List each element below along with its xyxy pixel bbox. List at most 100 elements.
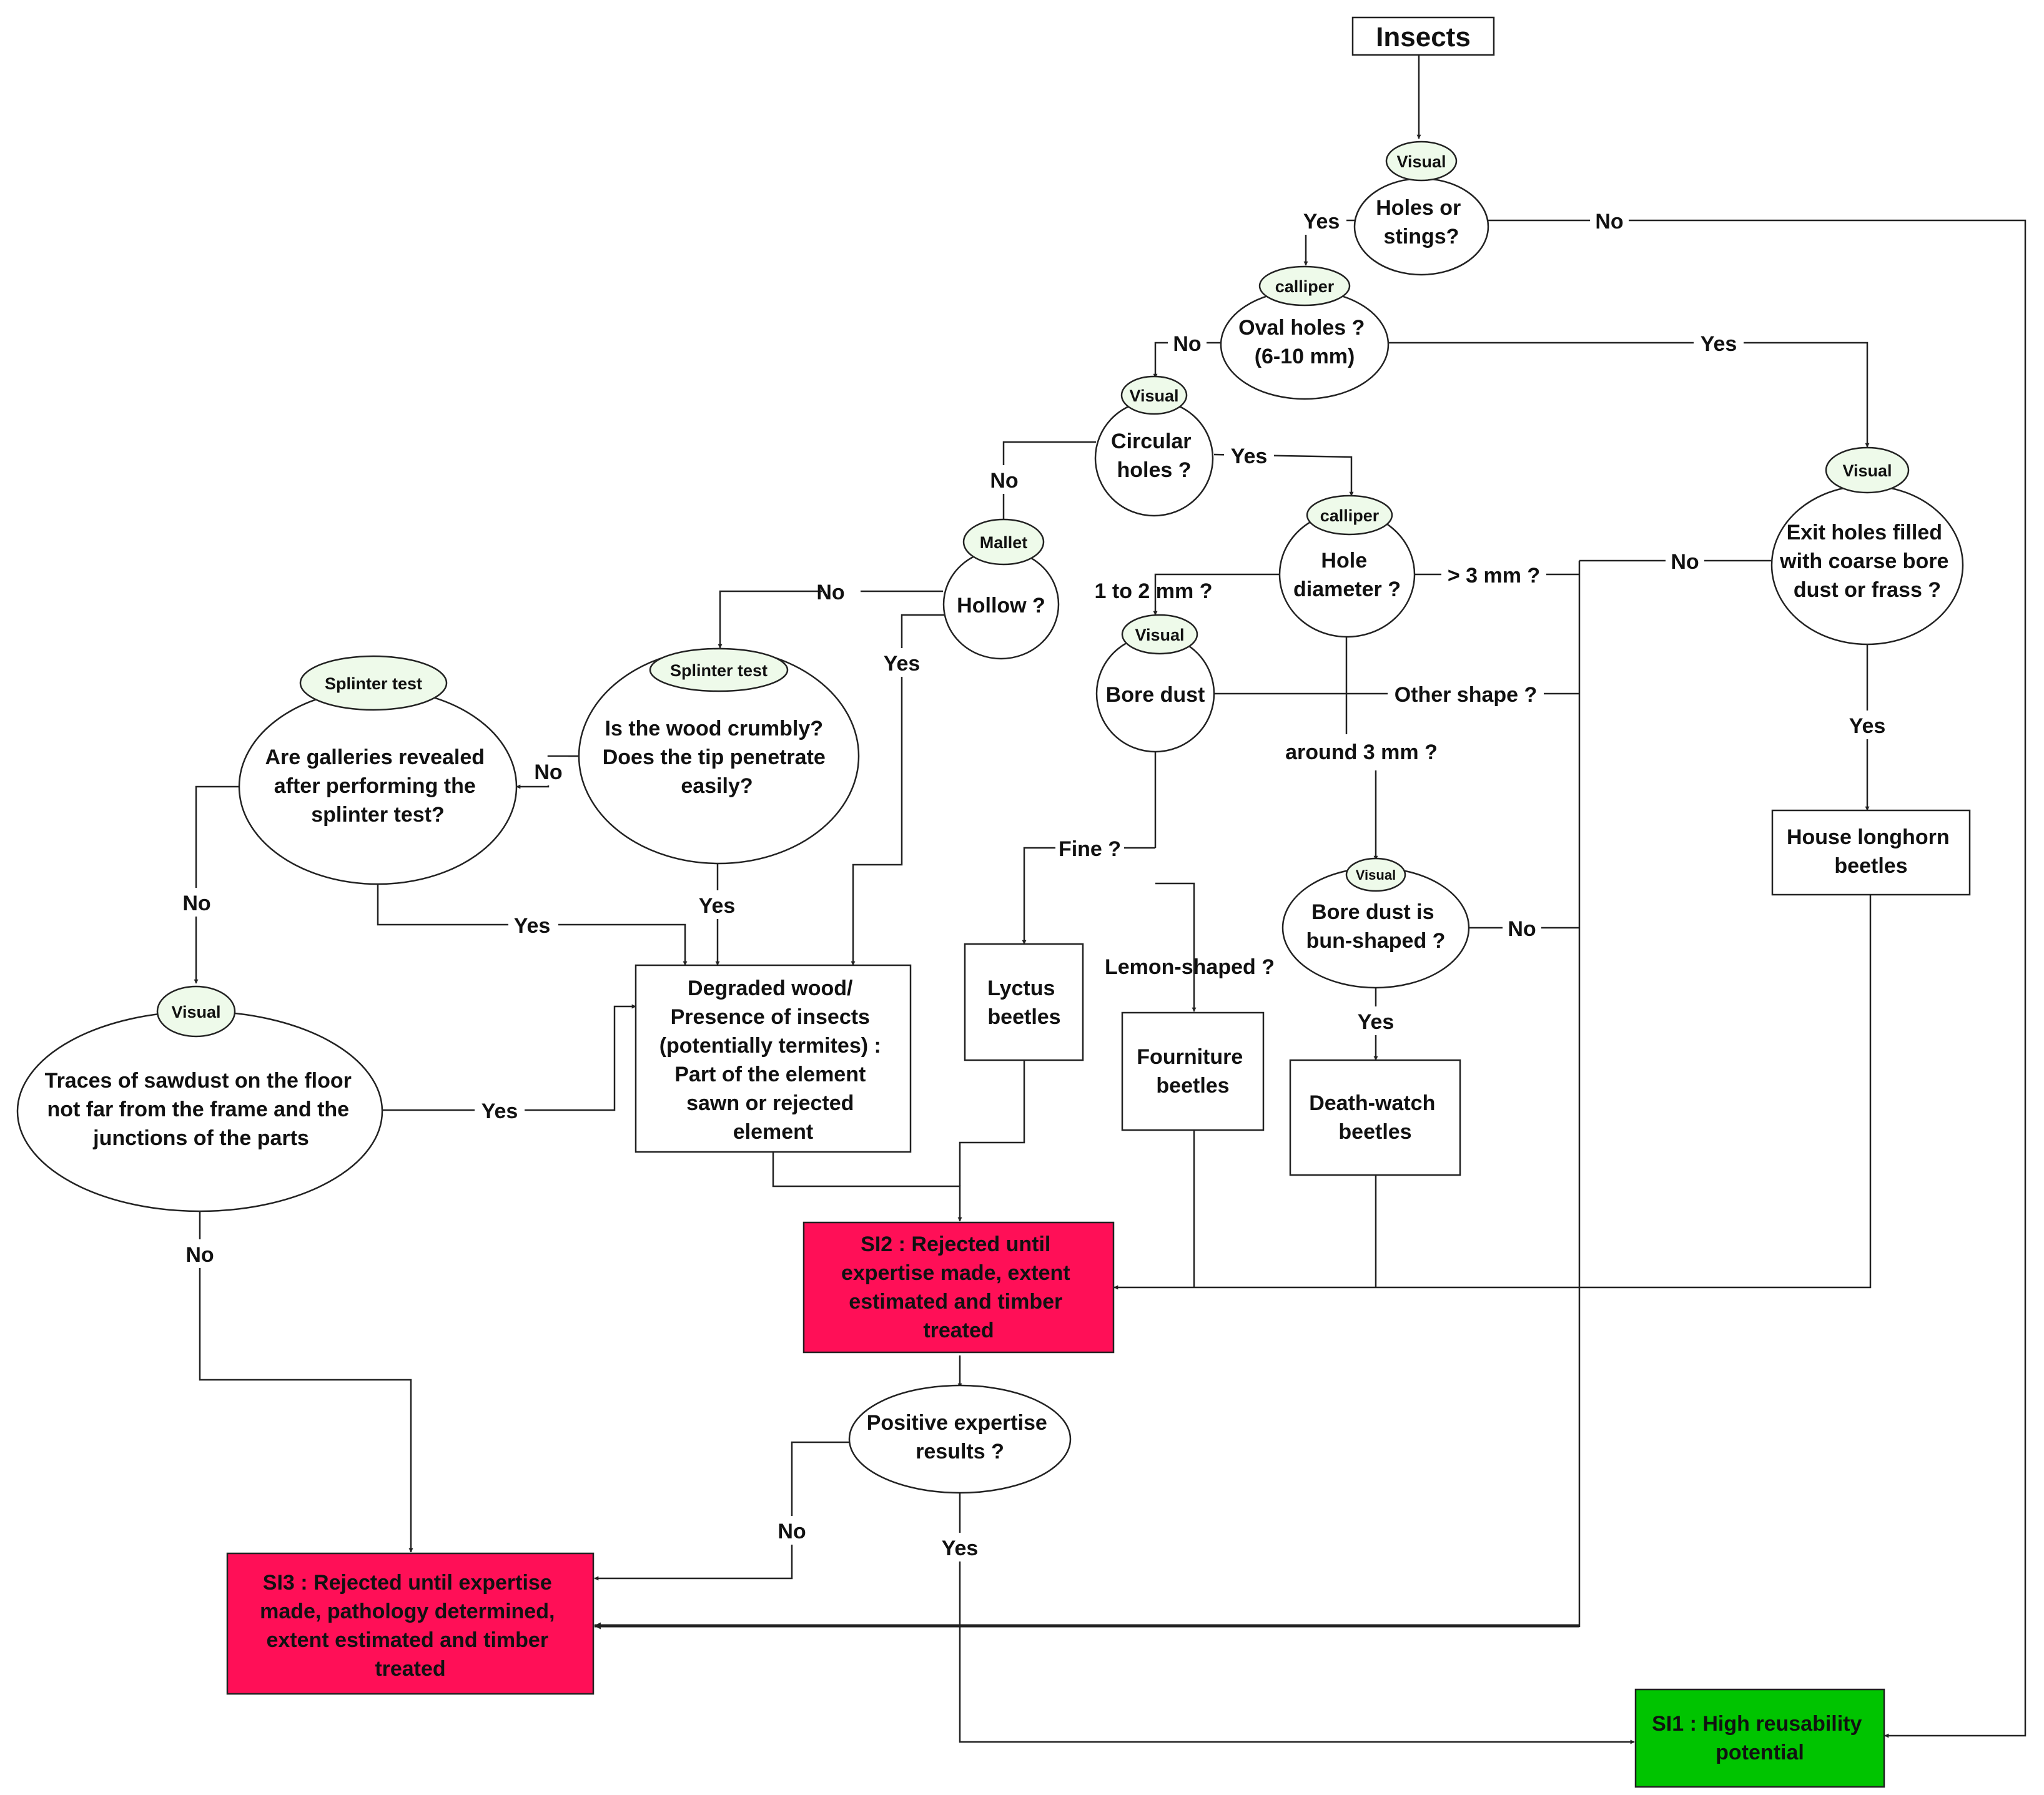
- label-positive-yes: Yes: [942, 1537, 979, 1560]
- edge-sawdust-no: [199, 1210, 413, 1553]
- edge-degraded-si2: [772, 1152, 962, 1222]
- decision-galleries-text: Are galleries revealed after performing …: [265, 745, 490, 827]
- badge-visual-bun: [1345, 857, 1406, 892]
- edge-lyctus-si2: [959, 1060, 1025, 1186]
- badge-calliper-diameter-text: calliper: [1320, 506, 1380, 525]
- label-exit-yes: Yes: [1849, 714, 1886, 738]
- label-diameter-1to2: 1 to 2 mm ?: [1095, 579, 1213, 603]
- edge-hollow-yes: [851, 614, 972, 966]
- label-crumbly-no: No: [534, 760, 562, 784]
- label-diameter-gt3: > 3 mm ?: [1448, 564, 1540, 588]
- decision-positive-text: Positive expertise results ?: [867, 1411, 1054, 1463]
- label-boredust-lemon: Lemon-shaped ?: [1105, 955, 1275, 979]
- method-badges: Visual calliper Visual calliper Visual M…: [156, 140, 1910, 1038]
- badge-mallet-text: Mallet: [980, 533, 1028, 552]
- decision-oval-text: Oval holes ? (6-10 mm): [1238, 316, 1371, 368]
- outcome-longhorn: [1771, 809, 1971, 896]
- badge-visual-sawdust: [156, 985, 236, 1038]
- decision-diameter-text: Hole diameter ?: [1293, 549, 1401, 601]
- edge-galleries-no: [194, 785, 239, 984]
- label-circular-yes: Yes: [1231, 445, 1268, 468]
- edge-hollow-no: [718, 590, 943, 649]
- label-crumbly-yes: Yes: [699, 894, 736, 918]
- decision-positive: [848, 1384, 1072, 1494]
- label-galleries-no: No: [182, 892, 210, 915]
- edge-circular-no: [1001, 441, 1096, 525]
- label-positive-no: No: [778, 1520, 806, 1543]
- decision-boredust-text: Bore dust: [1106, 683, 1205, 707]
- outcome-degraded: [634, 964, 912, 1153]
- edge-sawdust-yes: [382, 1004, 636, 1111]
- decision-nodes: Holes or stings? Oval holes ? (6-10 mm) …: [16, 177, 1964, 1494]
- label-holes-no: No: [1595, 210, 1623, 234]
- badge-visual-holes: [1385, 140, 1458, 182]
- label-boredust-other: Other shape ?: [1395, 683, 1538, 707]
- badge-visual-sawdust-text: Visual: [171, 1003, 220, 1021]
- outcome-si2: [802, 1221, 1115, 1354]
- decision-exit-text: Exit holes filled with coarse bore dust …: [1779, 521, 1955, 602]
- badge-calliper-diameter: [1306, 494, 1393, 536]
- badge-visual-boredust: [1121, 614, 1198, 655]
- outcome-fourniture: [1121, 1011, 1265, 1131]
- edge-diameter-1to2: [1153, 573, 1281, 616]
- edge-boredust-fine: [1022, 847, 1155, 945]
- decision-hollow-text: Hollow ?: [957, 594, 1045, 617]
- label-galleries-yes: Yes: [514, 914, 551, 938]
- label-oval-no: No: [1173, 332, 1201, 356]
- outcome-si1-text: SI1 : High reusability potential: [1652, 1712, 1868, 1764]
- outcome-deathwatch: [1289, 1059, 1461, 1176]
- badge-calliper-oval: [1258, 265, 1351, 307]
- connectors: [194, 55, 2027, 1744]
- outcome-deathwatch-text: Death-watch beetles: [1309, 1091, 1441, 1144]
- edge-positive-yes: [959, 1492, 1635, 1744]
- badge-calliper-oval-text: calliper: [1275, 277, 1335, 296]
- label-sawdust-yes: Yes: [481, 1099, 518, 1123]
- edge-positive-no: [594, 1441, 849, 1581]
- badge-visual-holes-text: Visual: [1396, 152, 1446, 171]
- decision-crumbly-text: Is the wood crumbly? Does the tip penetr…: [603, 717, 832, 798]
- badge-splinter-crumbly: [649, 647, 789, 692]
- decision-holes-text: Holes or stings?: [1376, 196, 1467, 248]
- outcome-si1: [1634, 1688, 1885, 1788]
- badge-visual-circular: [1120, 375, 1188, 415]
- edge-holes-no: [1488, 219, 2027, 1738]
- decision-sawdust-text: Traces of sawdust on the floor not far f…: [45, 1069, 358, 1150]
- label-exit-no: No: [1671, 550, 1699, 574]
- badge-visual-exit-text: Visual: [1842, 461, 1892, 480]
- decision-circular-text: Circular holes ?: [1111, 430, 1197, 482]
- label-hollow-no: No: [816, 581, 844, 604]
- badge-visual-bun-text: Visual: [1356, 867, 1396, 883]
- label-diameter-around3: around 3 mm ?: [1285, 740, 1438, 764]
- label-boredust-fine: Fine ?: [1059, 837, 1121, 861]
- label-sawdust-no: No: [185, 1243, 214, 1267]
- label-bun-yes: Yes: [1358, 1010, 1395, 1034]
- edge-labels: Yes No No Yes No Yes No Yes 1 to 2 mm ? …: [177, 206, 1892, 1561]
- outcome-degraded-text: Degraded wood/ Presence of insects (pote…: [659, 976, 887, 1144]
- badge-splinter-galleries: [299, 655, 448, 711]
- edge-oval-yes: [1389, 342, 1870, 448]
- label-oval-yes: Yes: [1701, 332, 1737, 356]
- badge-splinter-crumbly-text: Splinter test: [670, 661, 768, 680]
- outcome-si3: [226, 1552, 595, 1695]
- edge-boredust-lemon: [1155, 882, 1197, 1012]
- badge-visual-boredust-text: Visual: [1135, 626, 1184, 644]
- label-hollow-yes: Yes: [884, 652, 921, 676]
- page-title: Insects: [1376, 22, 1471, 52]
- outcome-fourniture-text: Fourniture beetles: [1137, 1045, 1248, 1098]
- badge-visual-exit: [1825, 446, 1910, 494]
- label-holes-yes: Yes: [1303, 210, 1340, 234]
- badge-splinter-galleries-text: Splinter test: [325, 674, 422, 693]
- edge-longhorn-si2: [1113, 895, 1872, 1290]
- badge-mallet: [962, 518, 1045, 566]
- label-circular-no: No: [990, 469, 1018, 493]
- outcome-si3-text: SI3 : Rejected until expertise made, pat…: [260, 1571, 561, 1681]
- outcome-longhorn-text: House longhorn beetles: [1787, 825, 1955, 878]
- start-insects-box: [1351, 16, 1495, 56]
- outcome-lyctus-text: Lyctus beetles: [987, 976, 1061, 1029]
- outcome-boxes: Insects Degraded wood/ Presence of insec…: [226, 16, 1971, 1788]
- decision-bun-text: Bore dust is bun-shaped ?: [1306, 900, 1446, 953]
- label-bun-no: No: [1508, 917, 1536, 941]
- badge-visual-circular-text: Visual: [1129, 386, 1178, 405]
- outcome-si2-text: SI2 : Rejected until expertise made, ext…: [841, 1232, 1076, 1342]
